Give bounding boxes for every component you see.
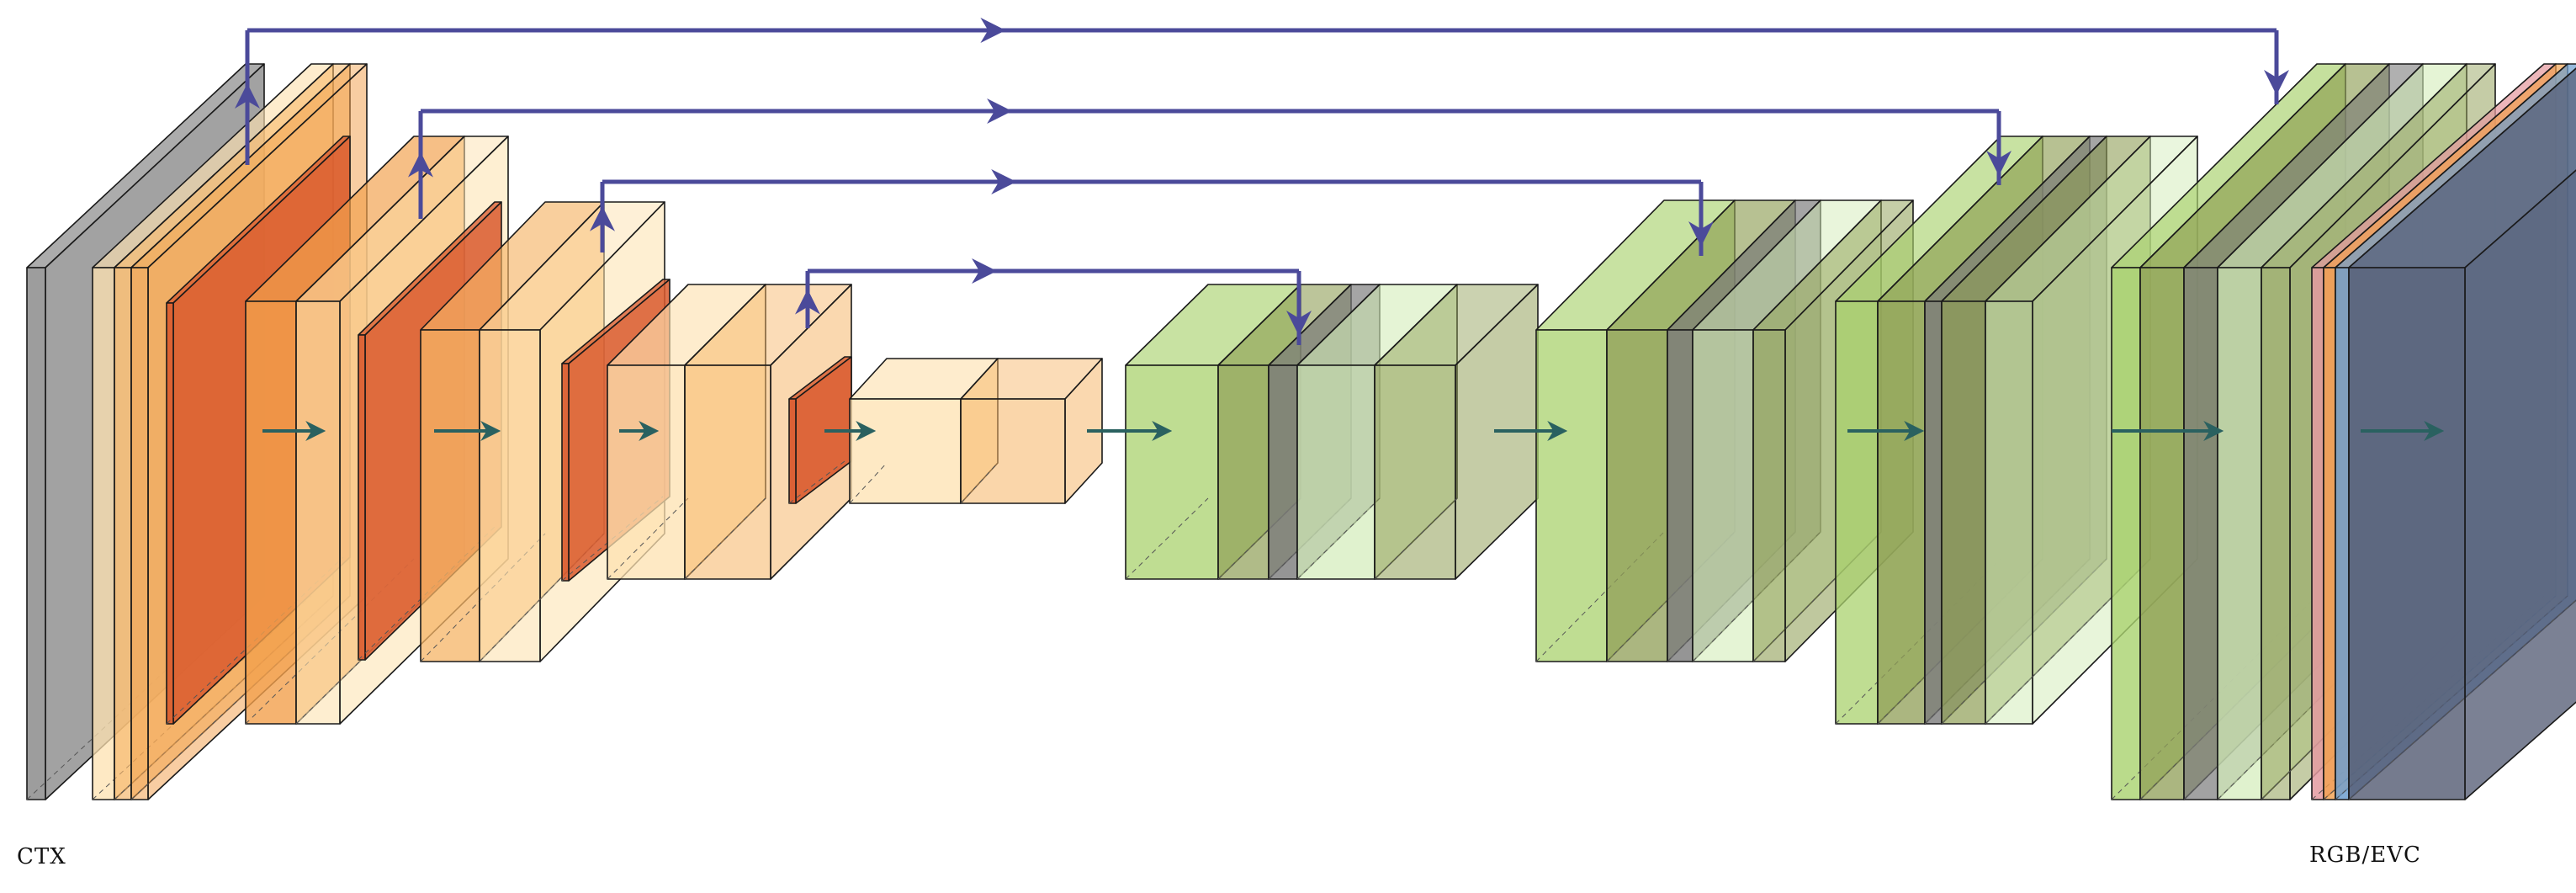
output-label: RGB/EVC (2309, 843, 2421, 868)
skip-connection-3 (590, 169, 1714, 256)
bottleneck-slab-2 (960, 358, 1103, 504)
layer-blocks (26, 63, 2576, 800)
enc4-pool (788, 356, 852, 504)
skip-connection-4 (795, 258, 1312, 345)
output-slab-slate (2348, 67, 2576, 800)
skip-connection-1 (235, 18, 2289, 165)
input-label: CTX (17, 844, 66, 869)
connection-arrows (235, 18, 2445, 441)
skip-connection-2 (408, 98, 2012, 219)
